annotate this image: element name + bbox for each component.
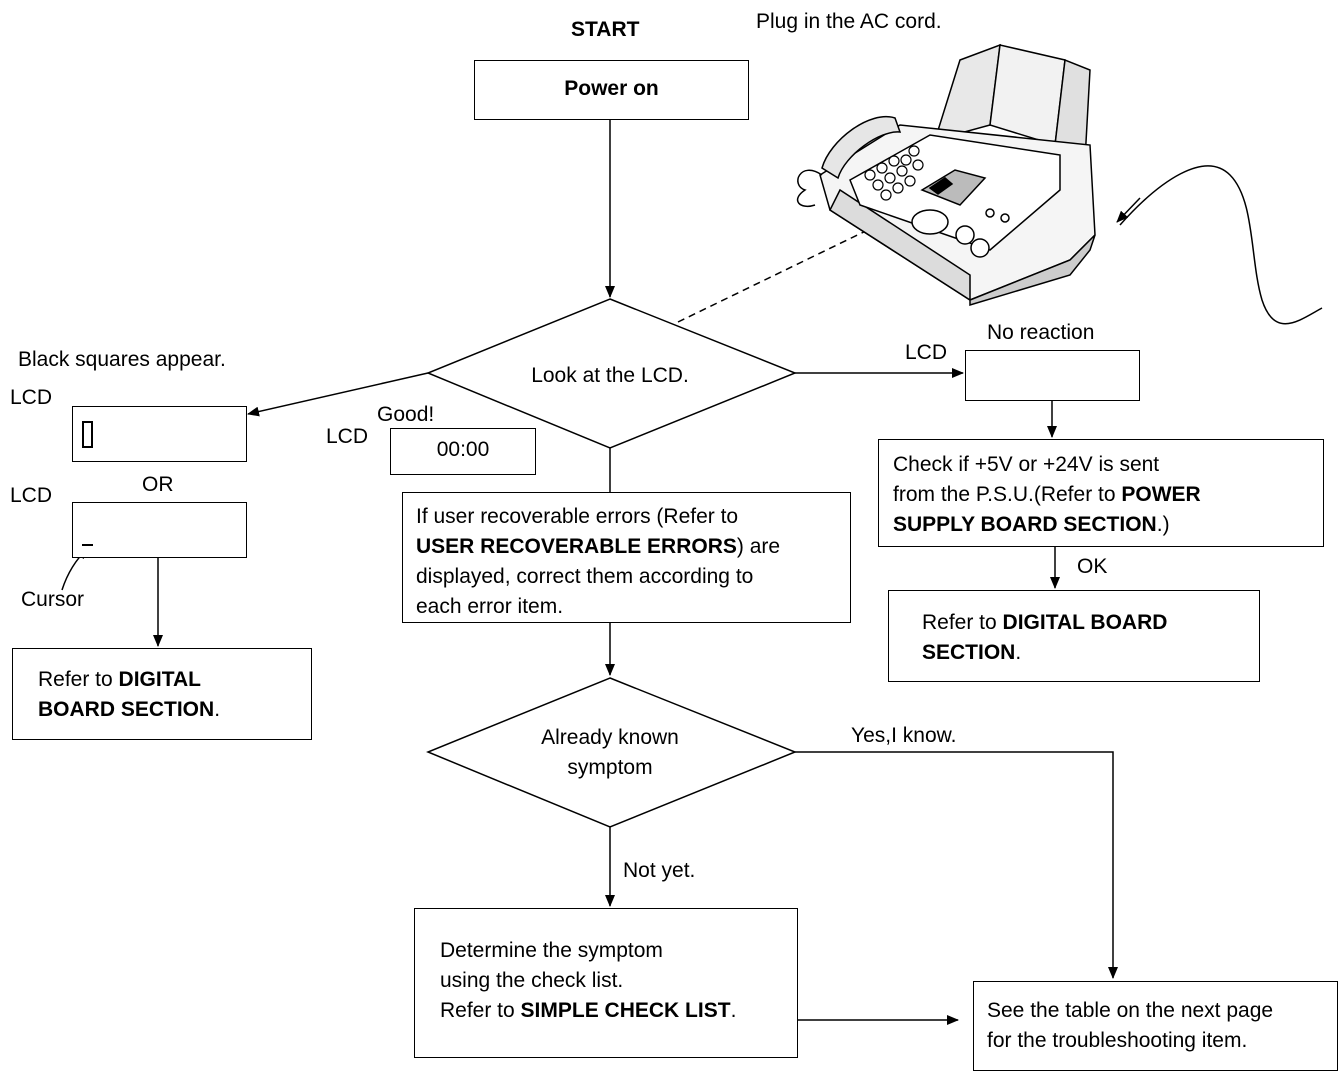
ok-label: OK xyxy=(1077,555,1108,578)
start-label: START xyxy=(571,18,640,41)
determine-line2: using the check list. xyxy=(440,969,624,992)
lcd-label-4: LCD xyxy=(905,341,948,364)
right-refer-text: Refer to DIGITAL BOARD SECTION. xyxy=(922,608,1252,668)
plug-in-label: Plug in the AC cord. xyxy=(756,10,942,33)
user-errors-line4: each error item. xyxy=(416,595,564,618)
psu-line1: Check if +5V or +24V is sent xyxy=(893,453,1160,476)
left-refer-box xyxy=(12,648,312,740)
psu-line3-bold: SUPPLY BOARD SECTION xyxy=(893,513,1157,536)
ac-cord-arrow xyxy=(1116,197,1141,223)
known-symptom-line1: Already known xyxy=(541,726,679,749)
lcd-black-squares xyxy=(72,406,247,462)
not-yet-label: Not yet. xyxy=(623,859,696,882)
see-table-line1: See the table on the next page xyxy=(987,999,1274,1022)
left-refer-bold1: DIGITAL xyxy=(118,668,201,691)
known-symptom-line2: symptom xyxy=(567,756,653,779)
see-table-line2: for the troubleshooting item. xyxy=(987,1029,1248,1052)
clock-label: 00:00 xyxy=(436,438,490,461)
right-refer-box xyxy=(888,590,1260,682)
cursor-glyph xyxy=(82,544,93,546)
cursor-label: Cursor xyxy=(21,588,85,611)
psu-line3-rest: .) xyxy=(1156,513,1170,536)
right-refer-prefix: Refer to xyxy=(922,611,1003,634)
lcd-good xyxy=(390,428,536,475)
user-errors-line1: If user recoverable errors (Refer to xyxy=(416,505,739,528)
user-errors-box xyxy=(402,492,851,623)
left-refer-bold2: BOARD SECTION xyxy=(38,698,215,721)
determine-text: Determine the symptom using the check li… xyxy=(440,936,795,1026)
arrow-yes-know xyxy=(795,751,1118,979)
yes-know-label: Yes,I know. xyxy=(851,724,957,747)
see-table-box xyxy=(973,981,1338,1071)
known-symptom-label: Already known symptom xyxy=(480,723,740,783)
psu-line2-bold: POWER xyxy=(1121,483,1201,506)
determine-box xyxy=(414,908,798,1058)
user-errors-line2-rest: ) are xyxy=(736,535,781,558)
arrow-to-black-squares xyxy=(247,372,429,417)
left-refer-suffix: . xyxy=(214,698,221,721)
user-errors-bold: USER RECOVERABLE ERRORS xyxy=(416,535,737,558)
psu-check-box xyxy=(878,439,1324,547)
good-label: Good! xyxy=(377,403,435,426)
look-lcd-label: Look at the LCD. xyxy=(531,364,689,387)
no-reaction-label: No reaction xyxy=(987,321,1095,344)
black-square-glyph xyxy=(82,421,93,448)
lcd-cursor xyxy=(72,502,247,558)
fax-machine-illustration xyxy=(796,43,1096,307)
right-refer-bold2: SECTION xyxy=(922,641,1016,664)
black-squares-label: Black squares appear. xyxy=(18,348,226,371)
ac-cord xyxy=(1119,165,1323,325)
user-errors-text: If user recoverable errors (Refer to USE… xyxy=(416,502,846,622)
psu-check-text: Check if +5V or +24V is sent from the P.… xyxy=(893,450,1321,540)
lcd-label-2: LCD xyxy=(10,484,53,507)
power-on-box xyxy=(474,60,749,120)
right-refer-bold1: DIGITAL BOARD xyxy=(1002,611,1168,634)
lcd-label-3: LCD xyxy=(326,425,369,448)
determine-line3-rest: . xyxy=(730,999,737,1022)
left-refer-prefix: Refer to xyxy=(38,668,119,691)
lcd-label-1: LCD xyxy=(10,386,53,409)
determine-line3-bold: SIMPLE CHECK LIST xyxy=(520,999,731,1022)
see-table-text: See the table on the next page for the t… xyxy=(987,996,1332,1056)
determine-line1: Determine the symptom xyxy=(440,939,663,962)
power-on-label: Power on xyxy=(564,77,659,100)
lcd-no-reaction xyxy=(965,350,1140,401)
determine-line3-pre: Refer to xyxy=(440,999,521,1022)
left-refer-text: Refer to DIGITAL BOARD SECTION. xyxy=(38,665,308,725)
right-refer-suffix: . xyxy=(1015,641,1022,664)
user-errors-line3: displayed, correct them according to xyxy=(416,565,754,588)
or-label: OR xyxy=(142,473,174,496)
psu-line2-pre: from the P.S.U.(Refer to xyxy=(893,483,1122,506)
